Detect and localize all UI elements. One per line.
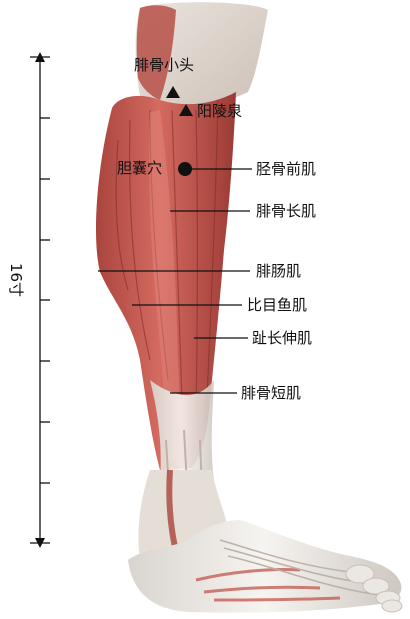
dannangxue-marker: [178, 162, 192, 176]
label-ext-digitorum-longus: 趾长伸肌: [252, 329, 312, 347]
label-tibialis-anterior: 胫骨前肌: [256, 160, 316, 178]
label-yanglingquan: 阳陵泉: [197, 102, 242, 120]
label-gastrocnemius: 腓肠肌: [256, 262, 301, 280]
label-soleus: 比目鱼肌: [247, 296, 307, 314]
label-dannangxue: 胆囊穴: [117, 159, 162, 177]
label-fibula-head: 腓骨小头: [134, 56, 194, 74]
label-peroneus-brevis: 腓骨短肌: [241, 384, 301, 402]
measurement-ruler: [30, 57, 50, 543]
label-peroneus-longus: 腓骨长肌: [256, 202, 316, 220]
ruler-scale-label: 16寸: [7, 262, 25, 298]
